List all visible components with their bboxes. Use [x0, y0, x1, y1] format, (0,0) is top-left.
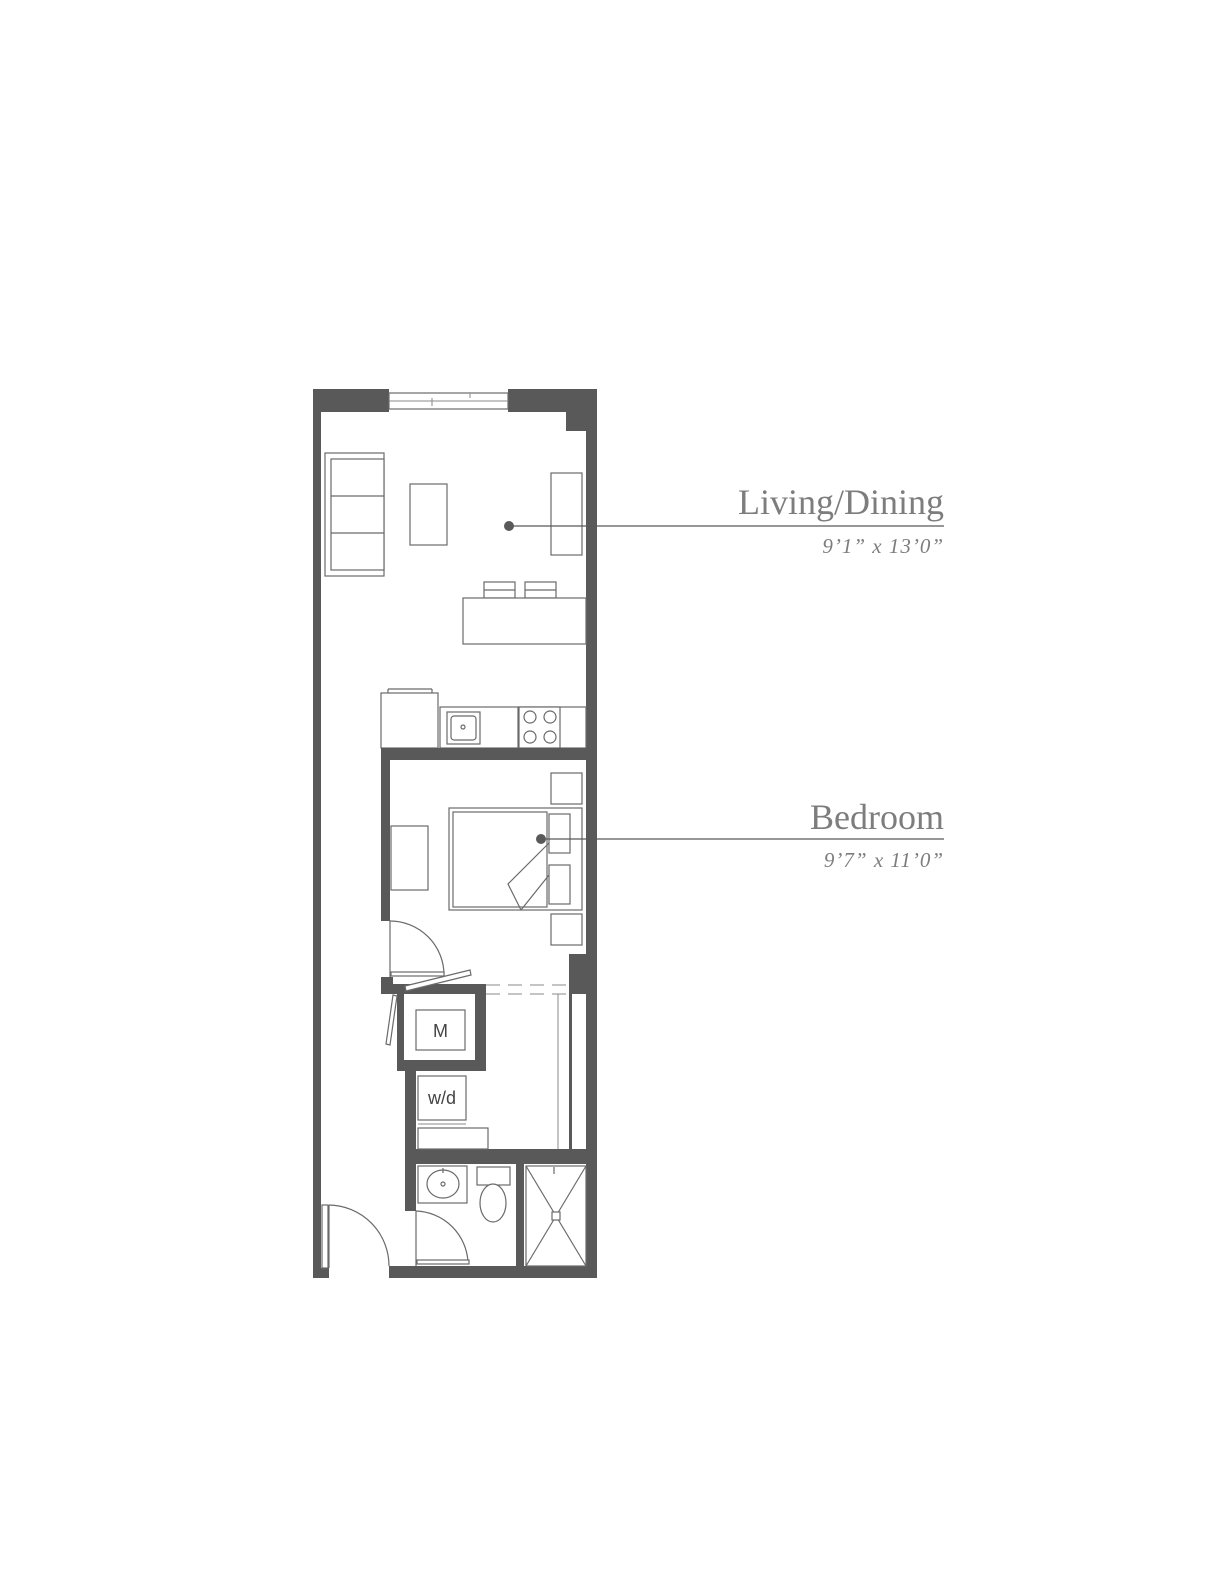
nightstand-bottom [550, 913, 583, 946]
living-dining-name: Living/Dining [738, 482, 944, 522]
washer-dryer: w/d [417, 1075, 489, 1150]
exterior-walls [313, 389, 597, 1278]
sofa [324, 452, 385, 577]
kitchen-sink [446, 711, 481, 745]
closet-opening [486, 984, 569, 1149]
kitchen-island [462, 597, 587, 645]
pillow [548, 864, 571, 905]
coffee-table [409, 483, 448, 546]
bathroom-door [415, 1210, 470, 1266]
refrigerator [380, 692, 439, 749]
toilet [476, 1166, 511, 1223]
bathroom-sink [417, 1165, 468, 1204]
window [388, 392, 509, 410]
media-console [550, 472, 583, 556]
bedroom-dimensions: 9’7” x 11’0” [824, 848, 944, 872]
washer-dryer-label: w/d [427, 1088, 456, 1108]
mechanical-label: M [433, 1021, 448, 1041]
bedroom-door [389, 920, 445, 977]
bedroom-label: Bedroom 9’7” x 11’0” [536, 797, 944, 872]
pillow [548, 813, 571, 854]
nightstand-top [550, 772, 583, 805]
closet-door [385, 969, 472, 1046]
desk [390, 825, 429, 891]
mechanical-unit: M [415, 1009, 466, 1051]
living-dining-label: Living/Dining 9’1” x 13’0” [504, 482, 944, 558]
entry-door [321, 1204, 390, 1269]
cooktop [518, 706, 561, 749]
living-dining-dimensions: 9’1” x 13’0” [822, 534, 944, 558]
kitchen-counter [380, 688, 587, 749]
interior-walls [381, 748, 591, 1266]
bedroom-name: Bedroom [810, 797, 944, 837]
bed [448, 807, 583, 911]
bar-stools [483, 581, 557, 599]
shower [525, 1165, 587, 1267]
